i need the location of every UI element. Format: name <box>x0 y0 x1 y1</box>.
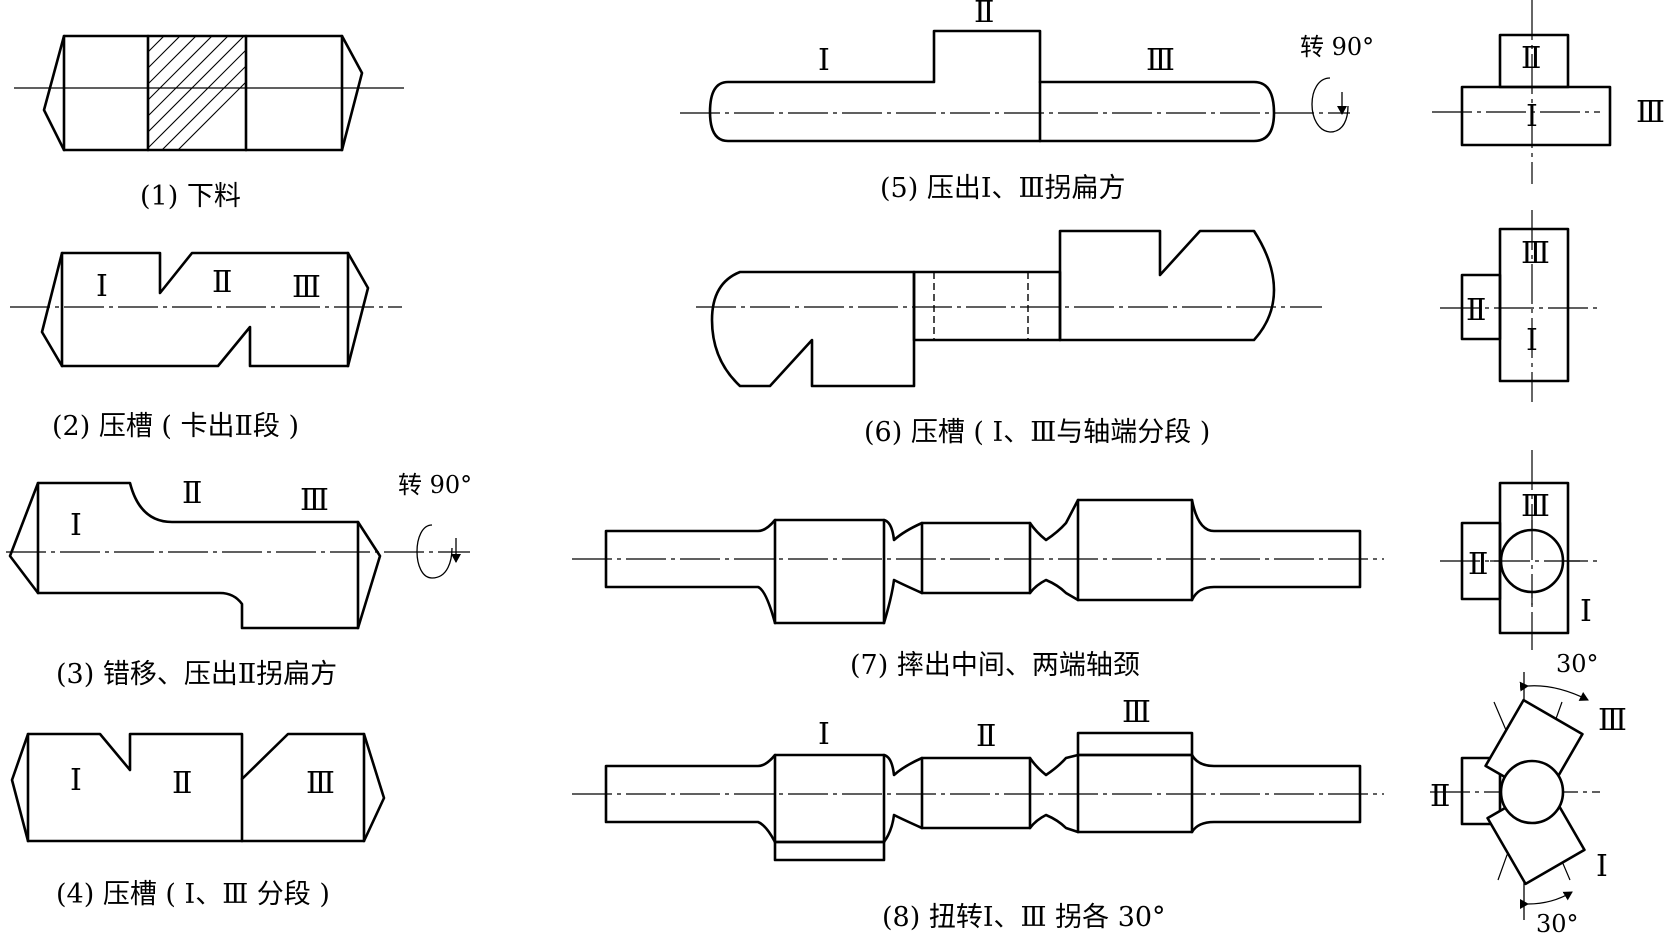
step8-angle-top: 30° <box>1556 650 1599 678</box>
step7-side-two: Ⅱ <box>1468 548 1488 581</box>
step6-side-view: Ⅲ Ⅱ Ⅰ <box>1440 210 1600 402</box>
step8-label-one: Ⅰ <box>818 718 830 751</box>
step2-label-three: Ⅲ <box>292 271 321 304</box>
step1-figure: (1) 下料 <box>14 34 404 212</box>
step8-side-view: 30° 30° Ⅲ Ⅱ Ⅰ <box>1430 650 1627 938</box>
step2-caption: (2) 压槽 ( 卡出Ⅱ段 ) <box>52 411 299 442</box>
step5-rotate-arrow <box>1311 77 1349 133</box>
step5-side-view: Ⅱ Ⅰ Ⅲ <box>1432 0 1665 184</box>
step7-side-one: Ⅰ <box>1580 595 1592 628</box>
step4-label-three: Ⅲ <box>306 767 335 800</box>
step3-label-two: Ⅱ <box>182 477 202 510</box>
step8-lower-web <box>773 840 886 862</box>
step6-side-three: Ⅲ <box>1521 237 1550 270</box>
step5-side-two: Ⅱ <box>1521 42 1541 75</box>
step4-caption: (4) 压槽 ( Ⅰ、Ⅲ 分段 ) <box>56 879 330 910</box>
step8-upper-web <box>1076 731 1194 757</box>
step4-figure: Ⅰ Ⅱ Ⅲ (4) 压槽 ( Ⅰ、Ⅲ 分段 ) <box>10 732 386 910</box>
step8-side-journal <box>1499 759 1565 825</box>
step5-label-two: Ⅱ <box>974 0 994 29</box>
step6-caption: (6) 压槽 ( Ⅰ、Ⅲ与轴端分段 ) <box>864 417 1210 448</box>
step8-side-two: Ⅱ <box>1430 780 1450 813</box>
step6-side-one: Ⅰ <box>1526 324 1538 357</box>
step1-hatch <box>148 36 246 150</box>
step2-bar <box>40 251 370 368</box>
step7-shaft <box>604 498 1362 625</box>
step7-figure: (7) 摔出中间、两端轴颈 <box>572 498 1384 681</box>
step3-caption: (3) 错移、压出Ⅱ拐扁方 <box>56 659 337 690</box>
step6-middle-block <box>912 270 1062 342</box>
step2-label-one: Ⅰ <box>96 270 108 303</box>
step7-side-three: Ⅲ <box>1521 490 1550 523</box>
step4-label-two: Ⅱ <box>172 767 192 800</box>
step8-caption: (8) 扭转Ⅰ、Ⅲ 拐各 30° <box>882 902 1166 933</box>
step3-figure: Ⅰ Ⅱ Ⅲ 转 90° (3) 错移、压出Ⅱ拐扁方 <box>6 471 472 690</box>
step8-side-three: Ⅲ <box>1598 704 1627 737</box>
step3-label-one: Ⅰ <box>70 509 82 542</box>
step5-label-three: Ⅲ <box>1146 44 1175 77</box>
step3-label-three: Ⅲ <box>300 484 329 517</box>
step7-side-view: Ⅲ Ⅱ Ⅰ <box>1440 450 1600 650</box>
step3-rotate-note: 转 90° <box>398 471 472 499</box>
step3-rotate-arrow <box>416 524 453 579</box>
step7-caption: (7) 摔出中间、两端轴颈 <box>850 650 1140 681</box>
step4-label-one: Ⅰ <box>70 764 82 797</box>
step8-figure: Ⅰ Ⅱ Ⅲ (8) 扭转Ⅰ、Ⅲ 拐各 30° <box>572 696 1384 933</box>
step8-angle-bottom: 30° <box>1536 910 1579 938</box>
step6-figure: (6) 压槽 ( Ⅰ、Ⅲ与轴端分段 ) <box>696 229 1322 448</box>
step5-figure: Ⅰ Ⅱ Ⅲ 转 90° (5) 压出Ⅰ、Ⅲ拐扁方 <box>680 0 1374 204</box>
step6-left-block <box>710 270 916 388</box>
step1-caption: (1) 下料 <box>140 181 241 212</box>
step8-shaft <box>604 753 1362 844</box>
step8-label-three: Ⅲ <box>1122 696 1151 729</box>
step2-label-two: Ⅱ <box>212 266 232 299</box>
step8-side-one: Ⅰ <box>1596 850 1608 883</box>
step5-caption: (5) 压出Ⅰ、Ⅲ拐扁方 <box>880 173 1126 204</box>
step2-figure: Ⅰ Ⅱ Ⅲ (2) 压槽 ( 卡出Ⅱ段 ) <box>10 251 402 442</box>
step8-label-two: Ⅱ <box>976 720 996 753</box>
step5-side-three: Ⅲ <box>1636 96 1665 129</box>
step5-side-one: Ⅰ <box>1526 100 1538 133</box>
step5-label-one: Ⅰ <box>818 44 830 77</box>
step6-right-block <box>1058 229 1276 342</box>
step5-rotate-note: 转 90° <box>1300 33 1374 61</box>
step6-side-two: Ⅱ <box>1466 294 1486 327</box>
step5-bar <box>708 29 1276 143</box>
